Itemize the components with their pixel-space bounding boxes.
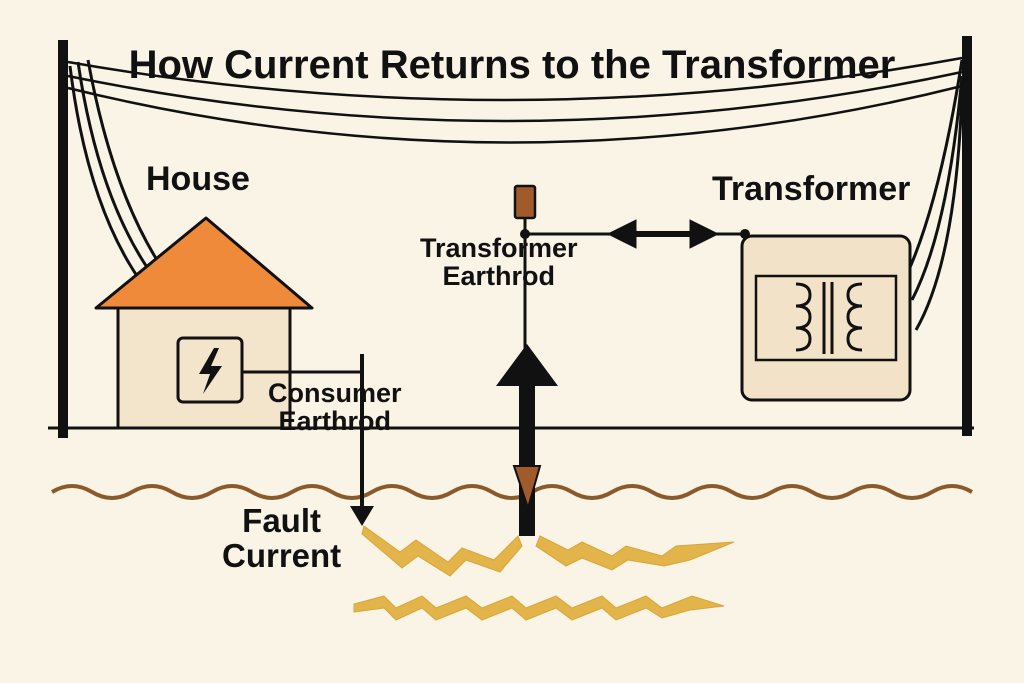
ground-wave-line [50,484,974,500]
transformer-earthrod-label-line2: Earthrod [442,261,556,292]
lightning-current-icon [353,525,735,621]
page-title: How Current Returns to the Transformer [128,43,896,87]
consumer-earthrod-arrowhead [350,506,374,526]
rod-tip [512,465,542,512]
transformer-coil-icon [740,234,912,402]
return-current-shaft [519,386,535,536]
earth-rod-icon [513,184,537,220]
consumer-earthrod-label: Consumer Earthrod [268,379,402,436]
double-arrow-icon [606,219,720,249]
consumer-earthrod-label-line2: Earthrod [278,406,392,437]
return-current-up-arrow [496,344,558,386]
fault-current-label-line2: Current [222,536,342,574]
overhead-wires [67,56,963,144]
right-pole [962,36,972,436]
house-label: House [146,160,250,198]
fault-current-label: Fault Current [222,502,342,574]
transformer-service-drop [906,59,964,331]
fault-current-label-line1: Fault [242,502,321,539]
transformer-earthrod-label-line1: Transformer [420,233,578,263]
transformer-label: Transformer [712,170,911,208]
transformer-earthrod-label: Transformer Earthrod [420,234,578,291]
meter-box-lightning-icon [176,336,244,404]
left-pole [58,40,68,438]
consumer-earthrod-label-line1: Consumer [268,378,402,408]
